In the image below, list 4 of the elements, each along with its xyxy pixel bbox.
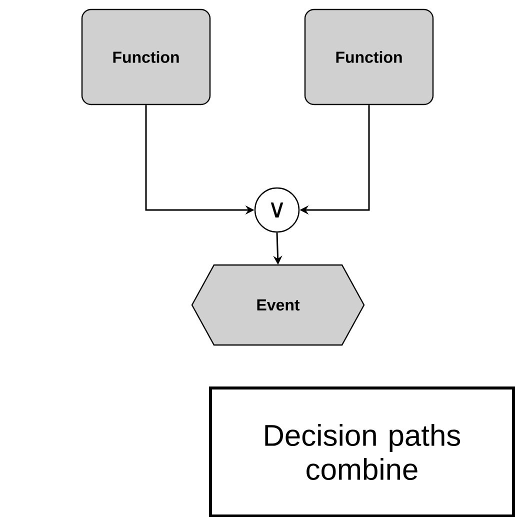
event-hexagon: Event bbox=[191, 264, 365, 346]
function-box: Function bbox=[81, 8, 211, 106]
caption-box: Decision paths combine bbox=[209, 386, 515, 517]
function-box: Function bbox=[304, 8, 434, 106]
